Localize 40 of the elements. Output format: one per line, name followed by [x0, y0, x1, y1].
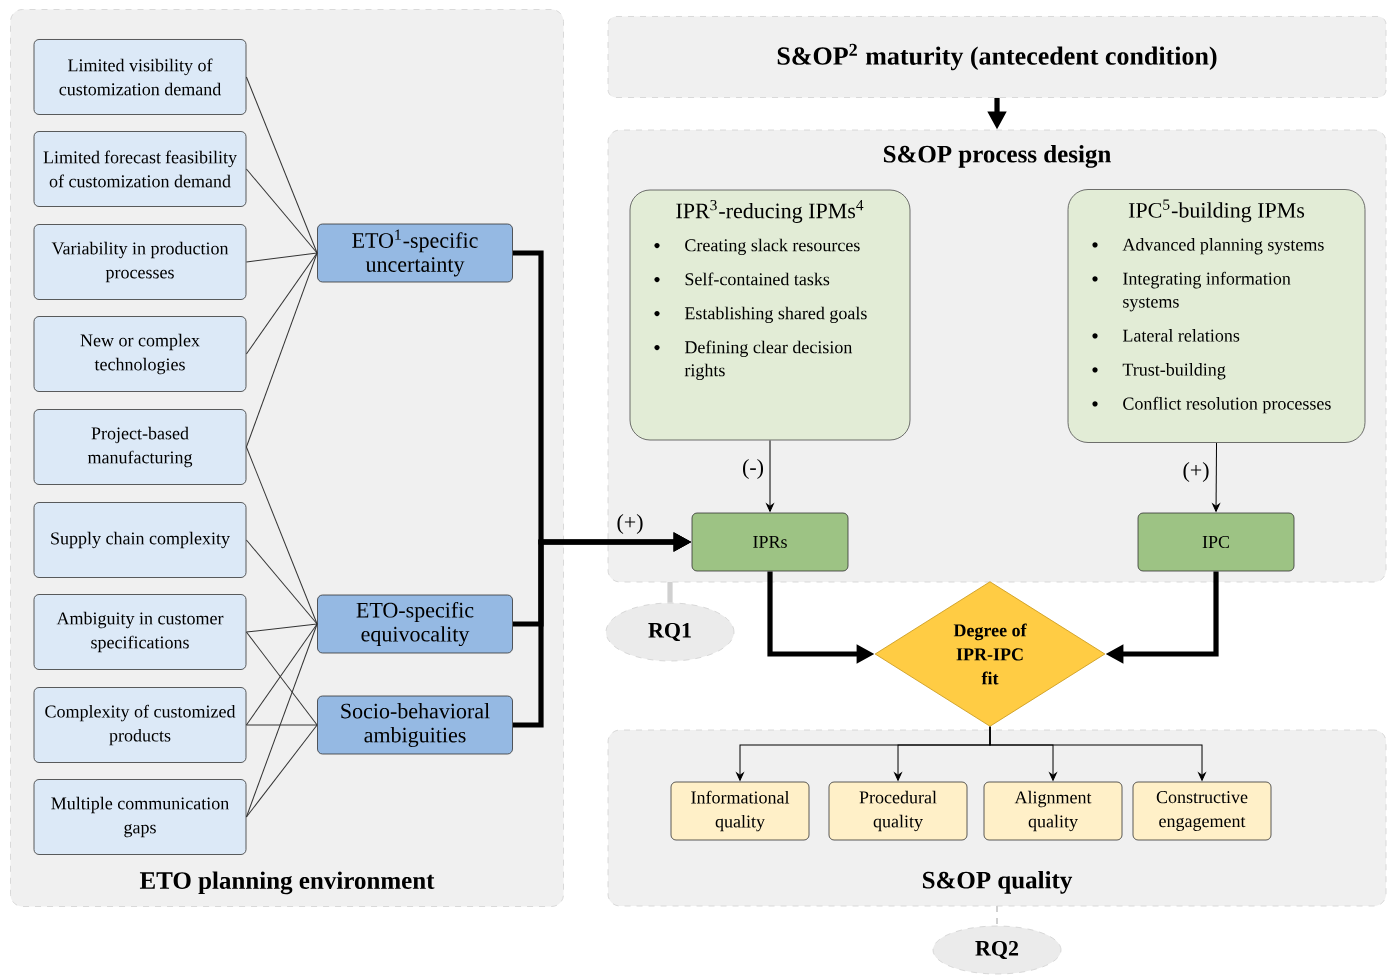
process-box: IPC — [1137, 512, 1295, 572]
outcome-box: Alignment quality — [983, 781, 1123, 841]
outcome-box: Constructive engagement — [1132, 781, 1272, 841]
factor-box: Limited forecast feasibility of customization demand — [33, 131, 247, 207]
list-box: IPR$^{3}$-reducing IPMs$^{4}$ Creating slack resources Self-contained tasks Establishing shared goals Defining clear decision rights — [629, 189, 911, 441]
arrow — [766, 439, 774, 512]
connector-line — [245, 724, 318, 818]
connector-line — [245, 623, 318, 633]
connector-line — [245, 539, 318, 625]
factor-box: New or complex technologies — [33, 316, 247, 392]
factor-box: Ambiguity in customer specifications — [33, 594, 247, 670]
connector-line — [245, 76, 318, 254]
outcome-box: Procedural quality — [828, 781, 968, 841]
factor-box: Complexity of customized products — [33, 687, 247, 763]
connector-line — [245, 252, 318, 263]
factor-box: Limited visibility of customization demand — [33, 39, 247, 115]
process-box: IPRs — [691, 512, 849, 572]
factor-box: Multiple communication gaps — [33, 779, 247, 855]
edge-label: (+) — [617, 514, 643, 534]
connector-line — [245, 724, 318, 726]
factor-box: Supply chain complexity — [33, 502, 247, 578]
category-box: ETO-specific equivocality — [317, 594, 513, 654]
connector-line — [245, 252, 318, 448]
edge-label: (-) — [743, 459, 764, 479]
connector-line — [667, 582, 673, 603]
outcome-box: Informational quality — [670, 781, 810, 841]
connector-line — [245, 168, 318, 254]
edge-label: (+) — [1183, 462, 1209, 482]
arrow — [1212, 442, 1220, 512]
connector-line — [996, 905, 998, 927]
category-box: ETO$^{1}$-specific uncertainty — [317, 223, 513, 283]
category-box: Socio-behavioral ambiguities — [317, 695, 513, 755]
connector-line — [245, 623, 318, 818]
connector-line — [245, 252, 318, 355]
heading-band: S&OP$^{2}$ maturity (antecedent condition) — [607, 16, 1387, 98]
factor-box: Variability in production processes — [33, 224, 247, 300]
connector-line — [245, 446, 318, 625]
factor-box: Project-based manufacturing — [33, 409, 247, 485]
arrow — [989, 726, 1206, 781]
list-box: IPC$^{5}$-building IPMs Advanced planning systems Integrating information systems Lateral relations Trust-building Conflict resolution processes — [1067, 189, 1366, 443]
